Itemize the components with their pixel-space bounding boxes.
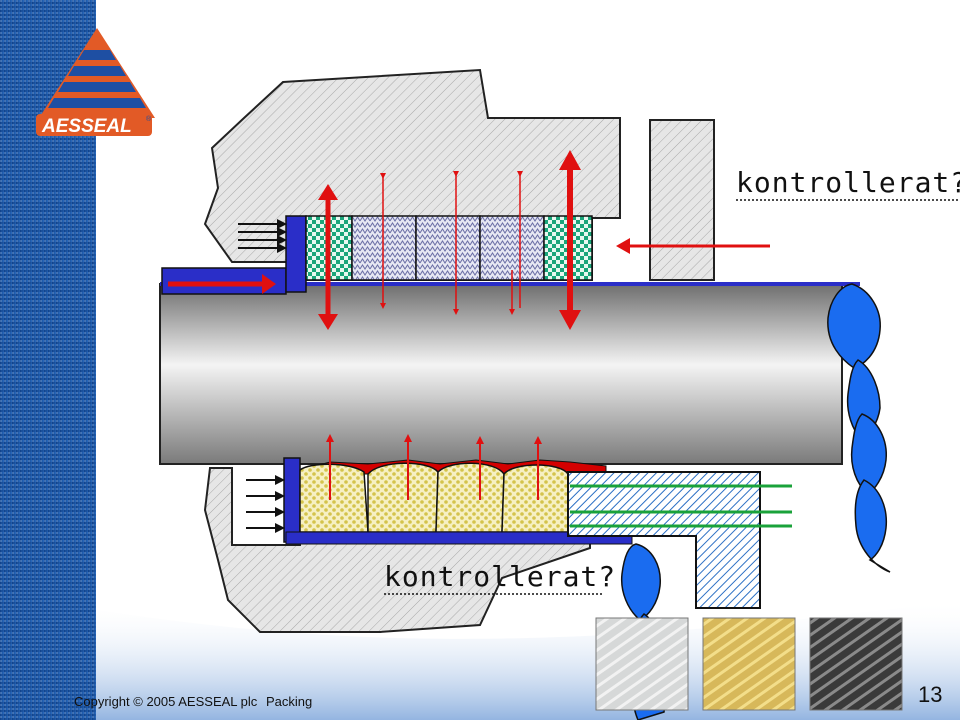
leak-droplets-right xyxy=(827,283,891,573)
question-top: kontrollerat? xyxy=(736,166,960,199)
gland-force-arrows-bottom xyxy=(246,475,285,533)
gland-force-arrows-top xyxy=(238,219,287,253)
shaft xyxy=(159,282,860,465)
lower-packing-ring-1 xyxy=(299,463,369,533)
radial-arrow-big-left xyxy=(318,184,338,330)
radial-arrow-big-right xyxy=(559,150,581,330)
leak-droplet xyxy=(620,543,661,621)
lower-packing-ring-3 xyxy=(435,462,505,533)
lower-packing-ring-2 xyxy=(367,462,439,533)
brand-registered-mark: ® xyxy=(146,115,152,123)
footer-copyright: Copyright © 2005 AESSEAL plc xyxy=(74,694,258,709)
lower-packing-set xyxy=(283,457,792,609)
aesseal-logo: AESSEAL ® xyxy=(36,28,155,137)
housing-flange xyxy=(649,119,715,281)
lower-gland-follower xyxy=(283,457,301,543)
upper-pressure-arrows xyxy=(168,150,770,330)
packing-samples xyxy=(595,617,903,711)
packing-ring-1 xyxy=(351,215,417,281)
brand-name: AESSEAL xyxy=(41,116,132,137)
packing-sample-white xyxy=(595,617,689,711)
leak-droplet xyxy=(850,413,887,495)
question-bottom: kontrollerat? xyxy=(384,560,616,593)
question-bottom-group: kontrollerat? xyxy=(384,560,616,595)
lower-base-plate xyxy=(285,531,633,545)
lower-packing-ring-4 xyxy=(501,464,569,533)
packing-sample-dark xyxy=(809,617,903,711)
leak-path-lines xyxy=(570,484,792,528)
throat-bushing xyxy=(567,471,761,609)
packing-ring-2 xyxy=(415,215,481,281)
axial-fluid-arrow-head xyxy=(616,238,630,254)
leak-droplet xyxy=(854,479,891,573)
packing-sample-yellow xyxy=(702,617,796,711)
footer-section: Packing xyxy=(266,694,312,709)
lower-pressure-arrows xyxy=(326,434,542,500)
upper-gland-follower xyxy=(285,215,307,293)
packing-ring-3 xyxy=(479,215,545,281)
axial-gland-arrow-head xyxy=(262,274,276,294)
question-top-group: kontrollerat? xyxy=(736,166,960,201)
page-number: 13 xyxy=(918,682,942,707)
radial-arrows-thin xyxy=(380,171,523,315)
